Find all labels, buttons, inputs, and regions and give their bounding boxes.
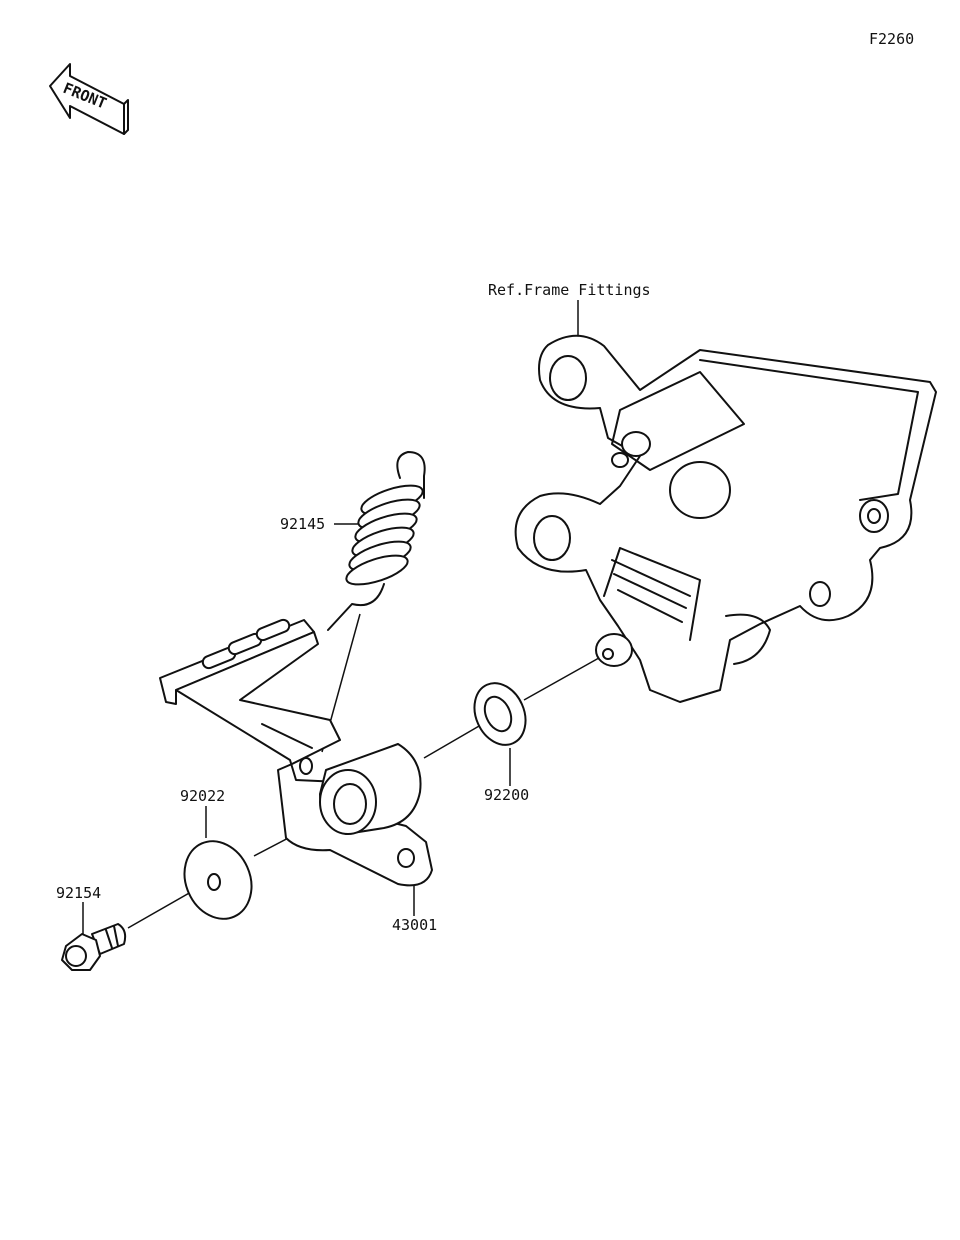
front-arrow-icon: FRONT [49, 63, 129, 135]
ref-frame-fittings-label: Ref.Frame Fittings [488, 281, 651, 299]
diagram-code: F2260 [869, 30, 915, 48]
part-label-bolt: 92154 [56, 884, 102, 902]
brake-pedal-43001 [159, 618, 433, 887]
frame-fittings [514, 334, 937, 703]
part-label-pedal: 43001 [392, 916, 438, 934]
spring-92145 [327, 451, 426, 631]
part-label-spring: 92145 [280, 515, 326, 533]
washer-92200 [473, 682, 527, 746]
part-label-washer-small: 92200 [484, 786, 530, 804]
washer-92022 [183, 840, 253, 920]
part-label-washer-large: 92022 [180, 787, 226, 805]
bolt-92154 [61, 923, 127, 971]
